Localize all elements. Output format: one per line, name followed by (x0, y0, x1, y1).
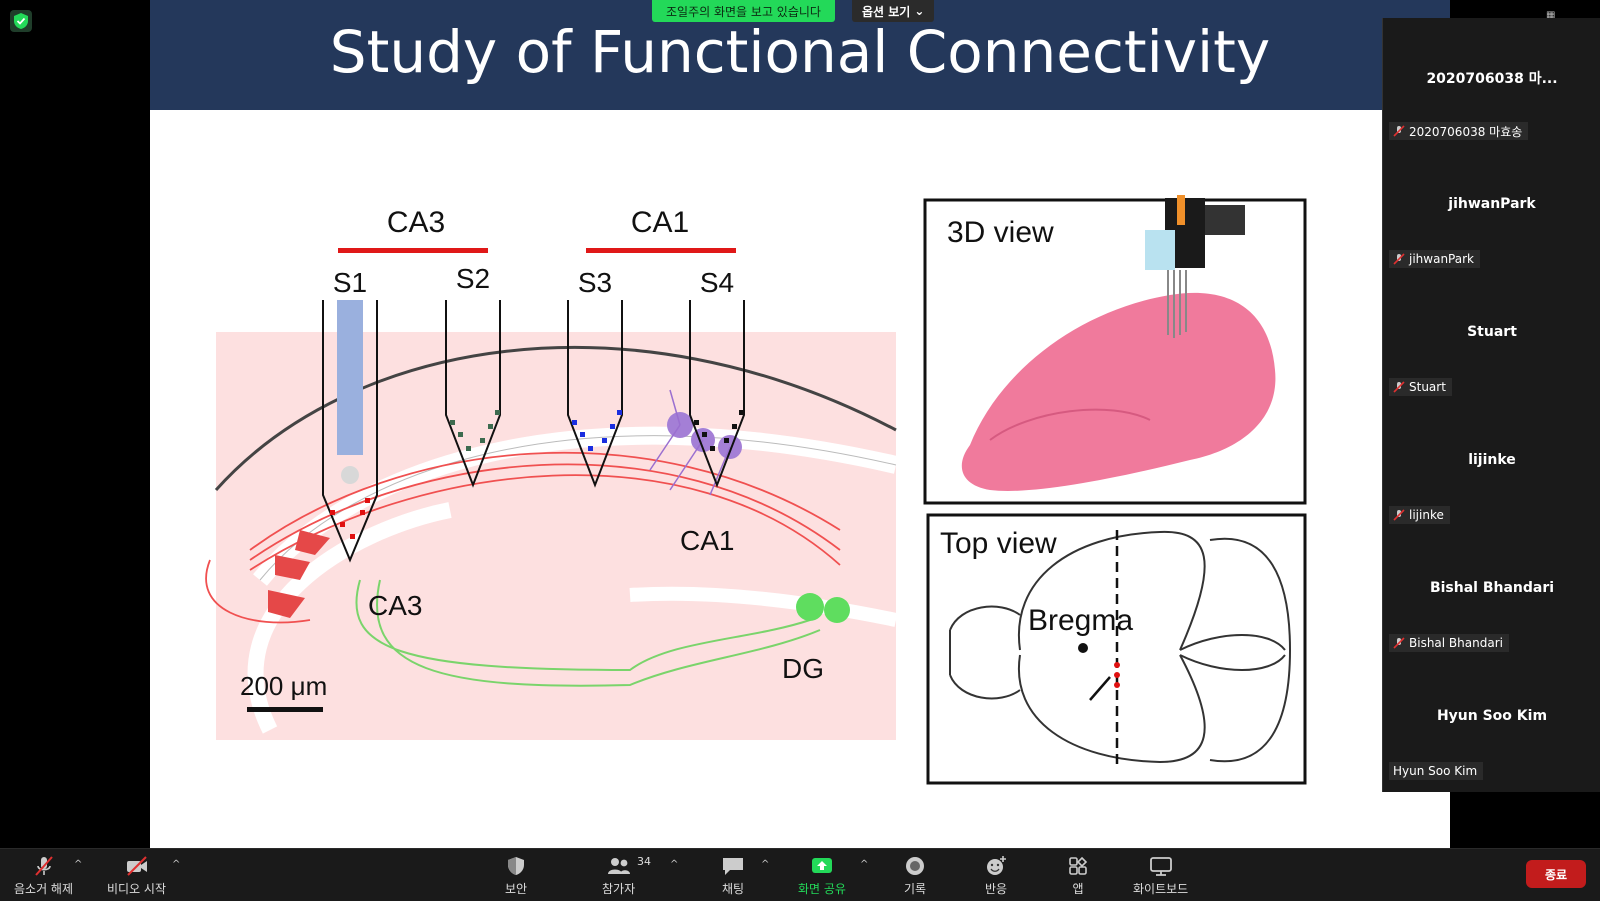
participants-button[interactable]: 참가자 (602, 855, 635, 897)
participant-name-tag: Hyun Soo Kim (1389, 762, 1484, 780)
participant-display-name: Bishal Bhandari (1429, 580, 1555, 596)
whiteboard-label: 화이트보드 (1133, 882, 1189, 896)
share-screen-button[interactable]: 화면 공유 (798, 855, 846, 897)
region-label-ca3: CA3 (387, 206, 445, 239)
shared-slide: Study of Functional Connectivity (150, 0, 1450, 848)
people-icon (607, 858, 630, 874)
participant-display-name: Hyun Soo Kim (1436, 708, 1548, 724)
participant-tile[interactable]: Bishal Bhandari Bishal Bhandari (1383, 530, 1600, 658)
participant-name: Stuart (1409, 380, 1446, 394)
shank-label: S2 (456, 263, 490, 294)
view-options-label: 옵션 보기 (862, 4, 911, 19)
apps-button[interactable]: 앱 (1065, 855, 1091, 897)
video-options-caret[interactable]: ^ (172, 859, 181, 870)
participant-name-tag: 2020706038 마효송 (1389, 122, 1529, 140)
share-options-caret[interactable]: ^ (860, 859, 869, 870)
end-meeting-button[interactable]: 종료 (1526, 860, 1586, 888)
chevron-down-icon: ⌄ (914, 4, 925, 18)
gallery-view-icon[interactable]: ▦ (1546, 10, 1556, 21)
screen-sharing-banner: 조일주의 화면을 보고 있습니다 (652, 0, 835, 22)
muted-mic-icon (1393, 253, 1405, 265)
participant-tile[interactable]: jihwanPark jihwanPark (1383, 146, 1600, 274)
dg-label: DG (782, 653, 824, 684)
reactions-label: 반응 (984, 882, 1008, 896)
muted-mic-icon (1393, 637, 1405, 649)
chat-button[interactable]: 채팅 (720, 855, 746, 897)
shank-label: S3 (578, 267, 612, 298)
ca1-label: CA1 (680, 525, 734, 556)
slide-title: Study of Functional Connectivity (329, 18, 1271, 86)
shank-label: S1 (333, 267, 367, 298)
unmute-label: 음소거 해제 (14, 882, 74, 896)
participant-tile[interactable]: Stuart Stuart (1383, 274, 1600, 402)
whiteboard-button[interactable]: 화이트보드 (1133, 855, 1188, 897)
ca3-label: CA3 (368, 590, 422, 621)
participant-name-tag: lijinke (1389, 506, 1450, 524)
audio-options-caret[interactable]: ^ (74, 859, 83, 870)
muted-mic-icon (1393, 125, 1405, 137)
participant-display-name: 2020706038 마... (1426, 71, 1558, 87)
muted-mic-icon (34, 856, 53, 876)
scale-bar-label: 200 μm (240, 671, 327, 701)
meeting-toolbar: 음소거 해제 ^ 비디오 시작 ^ 보안 참가자 34 ^ 채팅 ^ 화면 공유… (0, 848, 1600, 901)
security-shield-icon (10, 10, 32, 32)
participant-name: jihwanPark (1409, 252, 1474, 266)
participant-display-name: lijinke (1468, 452, 1516, 468)
participant-name-tag: Stuart (1389, 378, 1452, 396)
participant-name-tag: jihwanPark (1389, 250, 1480, 268)
apps-icon (1069, 856, 1088, 875)
chat-label: 채팅 (721, 882, 745, 896)
participant-display-name: jihwanPark (1448, 196, 1536, 212)
participant-name: lijinke (1409, 508, 1444, 522)
participant-name: 2020706038 마효송 (1409, 124, 1523, 139)
unmute-button[interactable]: 음소거 해제 (14, 855, 73, 897)
chat-bubble-icon (723, 858, 743, 875)
top-view-label: Top view (940, 527, 1057, 560)
shield-icon (508, 857, 524, 875)
participant-tile[interactable]: lijinke lijinke (1383, 402, 1600, 530)
3d-view-label: 3D view (947, 216, 1054, 249)
share-screen-label: 화면 공유 (798, 882, 846, 896)
participant-tile[interactable]: 2020706038 마... 2020706038 마효송 (1383, 18, 1600, 146)
slide-figure: CA3 CA1 S1 S2 S3 S4 CA1 CA3 DG 200 μm 3D… (205, 195, 1307, 785)
top-view-panel: Top view Bregma (926, 513, 1307, 785)
reactions-button[interactable]: 반응 (983, 855, 1009, 897)
muted-mic-icon (1393, 381, 1405, 393)
record-icon (906, 857, 924, 875)
participant-display-name: Stuart (1467, 324, 1517, 340)
record-label: 기록 (903, 882, 927, 896)
share-screen-icon (811, 858, 832, 873)
participants-count: 34 (637, 855, 651, 868)
start-video-label: 비디오 시작 (107, 882, 167, 896)
view-options-button[interactable]: 옵션 보기 ⌄ (852, 0, 935, 22)
record-button[interactable]: 기록 (902, 855, 928, 897)
participant-gallery: 2020706038 마... 2020706038 마효송 jihwanPar… (1382, 18, 1600, 792)
shank-label: S4 (700, 267, 734, 298)
chat-options-caret[interactable]: ^ (761, 859, 770, 870)
smiley-plus-icon (987, 856, 1006, 875)
participant-name-tag: Bishal Bhandari (1389, 634, 1509, 652)
whiteboard-icon (1149, 857, 1172, 876)
region-label-ca1: CA1 (631, 206, 689, 239)
apps-label: 앱 (1072, 882, 1084, 896)
security-label: 보안 (504, 882, 528, 896)
participants-options-caret[interactable]: ^ (670, 859, 679, 870)
3d-view-panel: 3D view (923, 195, 1307, 505)
security-button[interactable]: 보안 (503, 855, 529, 897)
video-off-icon (126, 856, 147, 876)
participant-name: Bishal Bhandari (1409, 636, 1503, 650)
participant-name: Hyun Soo Kim (1393, 764, 1478, 778)
participant-tile[interactable]: Hyun Soo Kim Hyun Soo Kim (1383, 658, 1600, 786)
hippocampus-diagram: CA3 CA1 S1 S2 S3 S4 CA1 CA3 DG 200 μm (205, 206, 899, 740)
muted-mic-icon (1393, 509, 1405, 521)
start-video-button[interactable]: 비디오 시작 (107, 855, 166, 897)
participants-label: 참가자 (602, 882, 636, 896)
bregma-label: Bregma (1028, 604, 1133, 637)
